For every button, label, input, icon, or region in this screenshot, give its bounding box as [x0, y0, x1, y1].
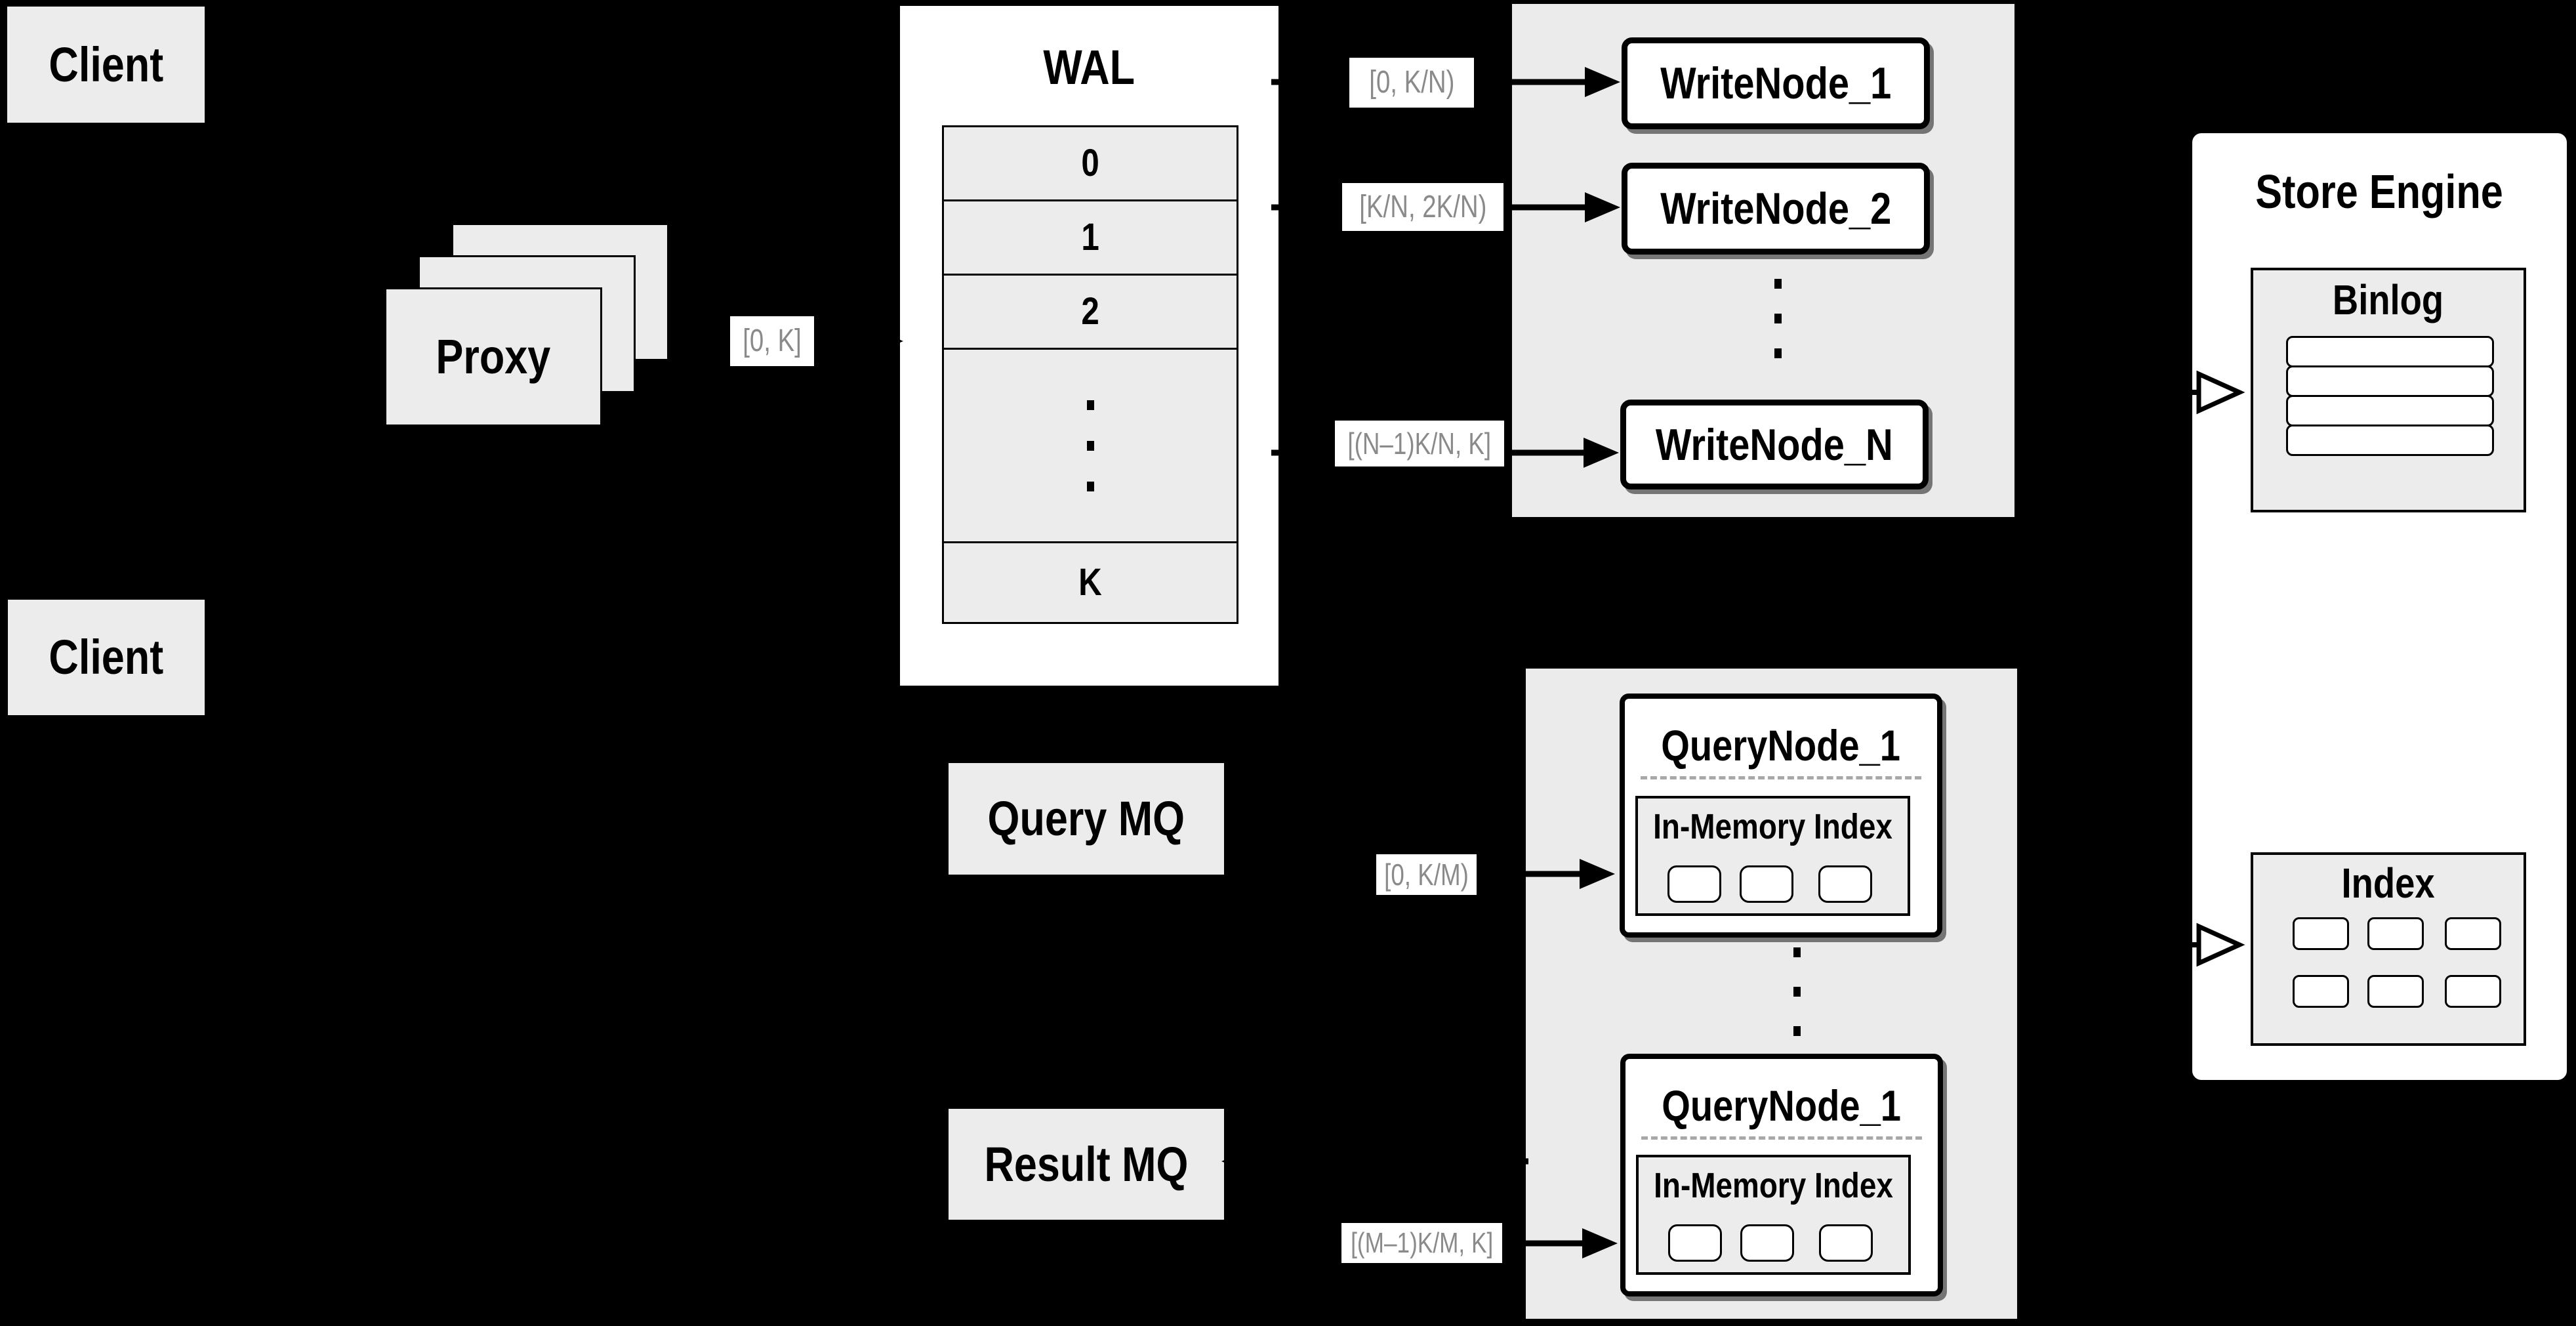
writenode-n-label: WriteNode_N — [1656, 419, 1893, 470]
memory-segment — [1668, 1224, 1722, 1262]
range-label-querynode-last: [(M–1)K/M, K] — [1341, 1223, 1502, 1263]
arrow-querycluster-to-index — [2028, 922, 2245, 967]
querynode-top-box: QueryNode_1 In-Memory Index — [1620, 694, 1942, 938]
index-segment — [2445, 917, 2501, 950]
wal-row: K — [1078, 561, 1102, 604]
query-mq-label: Query MQ — [987, 791, 1185, 846]
range-label-querynode1: [0, K/M) — [1376, 854, 1477, 895]
store-engine-container: Store Engine Binlog Index — [2190, 131, 2569, 1083]
index-title: Index — [2341, 860, 2436, 907]
range-label-proxy-wal: [0, K] — [730, 316, 814, 366]
result-mq-box: Result MQ — [947, 1108, 1225, 1221]
wal-row: 0 — [944, 127, 1237, 201]
memory-segment — [1818, 865, 1872, 903]
client-bottom-label: Client — [49, 630, 164, 684]
querynode-bottom-label: QueryNode_1 — [1662, 1081, 1902, 1130]
query-mq-box: Query MQ — [947, 762, 1225, 876]
wal-log-table: 0 1 2 K — [942, 125, 1238, 624]
wal-container: WAL 0 1 2 K — [897, 3, 1281, 688]
wal-row: 1 — [944, 201, 1237, 276]
memory-segment — [1819, 1224, 1873, 1262]
divider-dashed — [1641, 1136, 1922, 1140]
index-box: Index — [2251, 852, 2526, 1046]
querynode-top-label: QueryNode_1 — [1661, 721, 1901, 770]
index-segment — [2367, 975, 2424, 1008]
wal-row: 2 — [944, 276, 1237, 350]
wal-ellipsis-row — [944, 350, 1237, 543]
ellipsis-dot — [1774, 279, 1782, 289]
ellipsis-dot — [1774, 348, 1782, 358]
proxy-label: Proxy — [436, 329, 551, 384]
writenode-n-box: WriteNode_N — [1620, 400, 1929, 489]
querynode-bottom-box: QueryNode_1 In-Memory Index — [1620, 1054, 1943, 1296]
arrow-writecluster-to-binlog — [2028, 370, 2245, 415]
client-top-label: Client — [49, 37, 163, 92]
divider-dashed — [1641, 776, 1921, 779]
result-mq-label: Result MQ — [984, 1136, 1189, 1191]
ellipsis-dot — [1793, 987, 1801, 997]
ellipsis-dot — [1086, 440, 1094, 451]
writenode-2-box: WriteNode_2 — [1622, 163, 1930, 255]
index-segment — [2293, 917, 2349, 950]
range-label-writenoden: [(N–1)K/N, K] — [1335, 421, 1504, 466]
ellipsis-dot — [1793, 1026, 1801, 1036]
range-label-writenode1: [0, K/N) — [1349, 58, 1474, 108]
wal-title: WAL — [1043, 40, 1135, 94]
index-segment — [2367, 917, 2424, 950]
ellipsis-dot — [1793, 947, 1801, 957]
binlog-box: Binlog — [2251, 268, 2526, 512]
range-label-writenode2: [K/N, 2K/N) — [1342, 183, 1503, 231]
store-engine-title: Store Engine — [2255, 166, 2504, 218]
binlog-segment — [2286, 425, 2494, 456]
index-segment — [2293, 975, 2349, 1008]
writenode-1-box: WriteNode_1 — [1622, 37, 1930, 129]
in-memory-index-box: In-Memory Index — [1636, 1155, 1911, 1275]
index-segment — [2445, 975, 2501, 1008]
binlog-title: Binlog — [2333, 276, 2444, 323]
memory-segment — [1740, 865, 1793, 903]
ellipsis-dot — [1774, 314, 1782, 323]
in-memory-index-label: In-Memory Index — [1654, 1166, 1893, 1205]
proxy-box: Proxy — [384, 287, 602, 426]
client-bottom-box: Client — [6, 598, 207, 717]
memory-segment — [1740, 1224, 1794, 1262]
arrow-querynode-to-resultmq — [1221, 1146, 1528, 1176]
memory-segment — [1667, 865, 1721, 903]
writenode-2-label: WriteNode_2 — [1660, 184, 1892, 234]
ellipsis-dot — [1086, 481, 1094, 491]
client-top-box: Client — [5, 5, 207, 125]
in-memory-index-box: In-Memory Index — [1635, 796, 1910, 916]
writenode-1-label: WriteNode_1 — [1660, 58, 1892, 108]
ellipsis-dot — [1086, 400, 1094, 410]
in-memory-index-label: In-Memory Index — [1653, 807, 1892, 846]
